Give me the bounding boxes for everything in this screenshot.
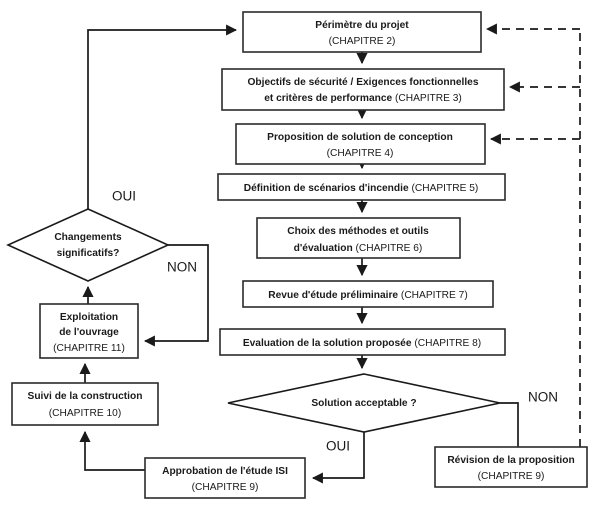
node-methodes-line2-chap: (CHAPITRE 6) bbox=[356, 243, 423, 254]
node-perimetre-line2: (CHAPITRE 2) bbox=[329, 36, 396, 47]
svg-text:(CHAPITRE 4): (CHAPITRE 4) bbox=[327, 148, 394, 159]
node-approbation-etude-isi[interactable]: Approbation de l'étude ISI (CHAPITRE 9) bbox=[144, 457, 306, 499]
edge-changements-oui-to-perimetre bbox=[87, 24, 238, 209]
node-proposition-de-solution[interactable]: Proposition de solution de conception (C… bbox=[235, 123, 486, 165]
node-methodes-line2-bold: d'évaluation bbox=[294, 243, 356, 254]
node-solution-acceptable-label: Solution acceptable ? bbox=[311, 398, 416, 409]
svg-text:Changements: Changements bbox=[54, 232, 122, 243]
edges-solid bbox=[79, 24, 519, 484]
svg-text:et critères de performance (CH: et critères de performance (CHAPITRE 3) bbox=[264, 93, 462, 104]
branch-label-oui-solution: OUI bbox=[326, 439, 350, 454]
node-changements-significatifs-decision[interactable]: Changements significatifs? bbox=[6, 208, 170, 282]
node-revision-proposition[interactable]: Révision de la proposition (CHAPITRE 9) bbox=[434, 446, 588, 488]
edge-changements-non-to-exploitation bbox=[143, 244, 209, 347]
svg-text:de l'ouvrage: de l'ouvrage bbox=[59, 327, 119, 338]
node-suivi-line1: Suivi de la construction bbox=[28, 391, 143, 402]
node-changements-line2: significatifs? bbox=[57, 248, 120, 259]
node-exploitation-line2: de l'ouvrage bbox=[59, 327, 119, 338]
svg-text:Evaluation de la solution prop: Evaluation de la solution proposée (CHAP… bbox=[243, 338, 481, 349]
edge-decision-oui-to-approbation bbox=[311, 432, 365, 484]
svg-text:Proposition de solution de con: Proposition de solution de conception bbox=[267, 132, 453, 143]
svg-text:(CHAPITRE 2): (CHAPITRE 2) bbox=[329, 36, 396, 47]
node-choix-methodes-outils[interactable]: Choix des méthodes et outils d'évaluatio… bbox=[256, 217, 461, 259]
branch-label-oui-changements: OUI bbox=[112, 189, 136, 204]
node-approbation-line1: Approbation de l'étude ISI bbox=[162, 466, 288, 477]
node-exploitation-ouvrage[interactable]: Exploitation de l'ouvrage (CHAPITRE 11) bbox=[39, 303, 139, 359]
branch-labels: OUI NON NON OUI bbox=[112, 189, 558, 454]
svg-text:(CHAPITRE 10): (CHAPITRE 10) bbox=[49, 408, 121, 419]
node-approbation-line2: (CHAPITRE 9) bbox=[192, 482, 259, 493]
node-proposition-line1: Proposition de solution de conception bbox=[267, 132, 453, 143]
edges-dashed bbox=[485, 23, 581, 447]
node-objectifs-line2-chap: (CHAPITRE 3) bbox=[395, 93, 462, 104]
svg-text:Solution acceptable ?: Solution acceptable ? bbox=[311, 398, 416, 409]
svg-text:(CHAPITRE 11): (CHAPITRE 11) bbox=[53, 343, 125, 354]
svg-text:Choix des méthodes et outils: Choix des méthodes et outils bbox=[287, 226, 429, 237]
svg-text:(CHAPITRE 9): (CHAPITRE 9) bbox=[478, 471, 545, 482]
node-evaluation-bold: Evaluation de la solution proposée bbox=[243, 338, 415, 349]
node-definition-scenarios[interactable]: Définition de scénarios d'incendie (CHAP… bbox=[217, 173, 506, 201]
edge-approbation-to-suivi bbox=[79, 430, 145, 471]
node-revue-chap: (CHAPITRE 7) bbox=[401, 290, 468, 301]
node-suivi-line2: (CHAPITRE 10) bbox=[49, 408, 121, 419]
node-exploitation-line3: (CHAPITRE 11) bbox=[53, 343, 125, 354]
node-evaluation-solution[interactable]: Evaluation de la solution proposée (CHAP… bbox=[219, 328, 506, 356]
svg-text:Exploitation: Exploitation bbox=[60, 312, 118, 323]
svg-text:Revue d'étude préliminaire (CH: Revue d'étude préliminaire (CHAPITRE 7) bbox=[268, 290, 467, 301]
svg-text:Périmètre du projet: Périmètre du projet bbox=[315, 20, 409, 31]
branch-label-non-solution: NON bbox=[528, 390, 558, 405]
edge-decision-non-to-revision bbox=[500, 402, 519, 447]
node-suivi-construction[interactable]: Suivi de la construction (CHAPITRE 10) bbox=[11, 382, 159, 426]
node-objectifs-line1: Objectifs de sécurité / Exigences foncti… bbox=[248, 77, 479, 88]
node-scenarios-bold: Définition de scénarios d'incendie bbox=[244, 183, 412, 194]
svg-text:Suivi de la construction: Suivi de la construction bbox=[28, 391, 143, 402]
node-proposition-line2: (CHAPITRE 4) bbox=[327, 148, 394, 159]
node-perimetre-du-projet[interactable]: Périmètre du projet (CHAPITRE 2) bbox=[242, 11, 482, 53]
node-methodes-line1: Choix des méthodes et outils bbox=[287, 226, 429, 237]
node-evaluation-chap: (CHAPITRE 8) bbox=[414, 338, 481, 349]
svg-text:significatifs?: significatifs? bbox=[57, 248, 120, 259]
node-objectifs-de-securite[interactable]: Objectifs de sécurité / Exigences foncti… bbox=[221, 68, 505, 111]
node-objectifs-line2-bold: et critères de performance bbox=[264, 93, 395, 104]
node-revision-line2: (CHAPITRE 9) bbox=[478, 471, 545, 482]
branch-label-non-changements: NON bbox=[167, 260, 197, 275]
node-solution-acceptable-decision[interactable]: Solution acceptable ? bbox=[227, 373, 501, 433]
node-changements-line1: Changements bbox=[54, 232, 122, 243]
svg-text:d'évaluation (CHAPITRE 6): d'évaluation (CHAPITRE 6) bbox=[294, 243, 423, 254]
node-perimetre-line1: Périmètre du projet bbox=[315, 20, 409, 31]
node-revue-etude-preliminaire[interactable]: Revue d'étude préliminaire (CHAPITRE 7) bbox=[242, 280, 494, 308]
svg-text:Révision de la proposition: Révision de la proposition bbox=[447, 455, 574, 466]
svg-text:Objectifs de sécurité / Exigen: Objectifs de sécurité / Exigences foncti… bbox=[248, 77, 479, 88]
node-exploitation-line1: Exploitation bbox=[60, 312, 118, 323]
svg-text:(CHAPITRE 9): (CHAPITRE 9) bbox=[192, 482, 259, 493]
node-revue-bold: Revue d'étude préliminaire bbox=[268, 290, 401, 301]
svg-text:Définition de scénarios d'ince: Définition de scénarios d'incendie (CHAP… bbox=[244, 183, 479, 194]
node-scenarios-chap: (CHAPITRE 5) bbox=[411, 183, 478, 194]
node-revision-line1: Révision de la proposition bbox=[447, 455, 574, 466]
svg-text:Approbation de l'étude ISI: Approbation de l'étude ISI bbox=[162, 466, 288, 477]
